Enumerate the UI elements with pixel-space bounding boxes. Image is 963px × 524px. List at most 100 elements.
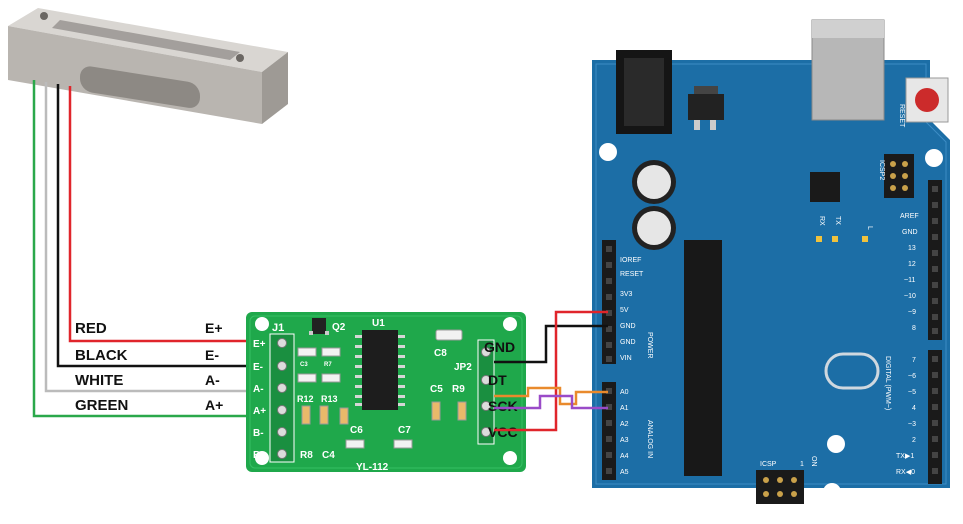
arduino-pin-3v3: 3V3	[620, 291, 633, 298]
hx711-c3-label: C3	[300, 362, 308, 368]
wire-label-black: BLACK	[75, 347, 128, 364]
arduino-pin-7: 7	[912, 357, 916, 364]
arduino-pin-2: 2	[912, 437, 916, 444]
wire-label-red: RED	[75, 320, 107, 337]
usb-chip	[810, 172, 840, 202]
hx711-jp2-label: JP2	[454, 362, 472, 373]
arduino-pin-vin: VIN	[620, 355, 632, 362]
arduino-pin-reset: RESET	[620, 271, 644, 278]
arduino-pin-gnd2: GND	[620, 339, 636, 346]
power-header	[602, 240, 616, 364]
pin-label-a-minus: A-	[205, 372, 220, 388]
arduino-pin-13: 13	[908, 245, 916, 252]
pin-label-vcc: VCC	[488, 424, 518, 440]
arduino-pin-gnd1: GND	[620, 323, 636, 330]
arduino-l-label: L	[866, 226, 873, 230]
arduino-power-label: POWER	[646, 332, 653, 358]
arduino-pin-11: ~11	[904, 277, 915, 284]
arduino-on-label: ON	[810, 456, 817, 467]
arduino-pin-3: ~3	[908, 421, 916, 428]
wire-label-white: WHITE	[75, 372, 123, 389]
pin-label-sck: SCK	[488, 398, 518, 414]
arduino-pin-4: 4	[912, 405, 916, 412]
arduino-pin-ioref: IOREF	[620, 257, 641, 264]
arduino-analog-label: ANALOG IN	[646, 420, 653, 458]
hx711-pin-e-plus: E+	[253, 339, 266, 350]
arduino-pin-12: 12	[908, 261, 916, 268]
arduino-pin-8: 8	[912, 325, 916, 332]
hx711-c8-label: C8	[434, 348, 447, 359]
arduino-digital-label: DIGITAL (PWM~)	[884, 356, 891, 410]
arduino-tx-label: TX	[834, 216, 841, 225]
hx711-r9-label: R9	[452, 384, 465, 395]
hx711-pin-b-minus: B-	[253, 428, 264, 439]
arduino-pin-a5: A5	[620, 469, 629, 476]
hx711-q2-label: Q2	[332, 322, 346, 333]
power-jack	[616, 50, 672, 134]
reset-button	[905, 77, 949, 123]
hx711-board-label: YL-112	[356, 462, 389, 473]
load-cell-wires	[32, 80, 288, 418]
wire-label-green: GREEN	[75, 397, 128, 414]
hx711-c5-label: C5	[430, 384, 443, 395]
arduino-rx-label: RX	[818, 216, 825, 226]
digital-pin-labels: AREF GND 13 12 ~11 ~10 ~9 8 7 ~6 ~5 4 ~3…	[896, 213, 919, 476]
pin-label-dt: DT	[488, 372, 507, 388]
hx711-r12-label: R12	[297, 394, 314, 404]
analog-header	[602, 382, 616, 480]
arduino-icsp-pin1-label: 1	[800, 461, 804, 468]
q2-transistor	[309, 318, 329, 335]
arduino-pin-5v: 5V	[620, 307, 629, 314]
hx711-r8-label: R8	[300, 450, 313, 461]
red-wire	[68, 86, 288, 343]
black-wire	[56, 84, 288, 368]
arduino-pin-a4: A4	[620, 453, 629, 460]
icsp-header	[756, 470, 804, 504]
arduino-pin-6: ~6	[908, 373, 916, 380]
hx711-r13-label: R13	[321, 394, 338, 404]
hx711-board: E+ E- A- A+ B- B+ J1 Q2	[246, 312, 526, 473]
hx711-chip	[355, 330, 405, 410]
hx711-right-pins	[481, 347, 491, 437]
arduino-pin-tx1: TX▶1	[896, 453, 914, 460]
usb-connector	[811, 19, 885, 121]
crystal-oscillator	[824, 352, 880, 390]
hx711-pin-a-plus: A+	[253, 406, 266, 417]
digital-header-bottom	[928, 350, 942, 484]
pin-label-a-plus: A+	[205, 397, 223, 413]
arduino-pin-a1: A1	[620, 405, 629, 412]
arduino-icsp-label: ICSP	[760, 461, 777, 468]
hx711-pin-a-minus: A-	[253, 384, 264, 395]
white-wire	[44, 82, 288, 393]
arduino-wires	[494, 310, 608, 432]
pin-label-e-plus: E+	[205, 320, 223, 336]
load-cell	[8, 8, 288, 124]
arduino-pin-gnd-d: GND	[902, 229, 918, 236]
arduino-pin-a3: A3	[620, 437, 629, 444]
sck-wire	[494, 394, 608, 410]
hx711-r7-label: R7	[324, 362, 332, 368]
hx711-c6-label: C6	[350, 425, 363, 436]
gnd-wire	[494, 324, 608, 364]
arduino-pin-10: ~10	[904, 293, 916, 300]
arduino-board: RESET ICSP2 RX TX L ICSP	[592, 19, 950, 504]
atmega-chip	[684, 240, 722, 476]
icsp2-header	[884, 154, 914, 198]
digital-header-top	[928, 180, 942, 340]
voltage-regulator	[688, 86, 724, 130]
hx711-c4-label: C4	[322, 450, 335, 461]
arduino-pin-rx0: RX◀0	[896, 469, 915, 476]
hx711-u1-label: U1	[372, 318, 385, 329]
hx711-left-pins	[277, 338, 287, 459]
arduino-pin-5: ~5	[908, 389, 916, 396]
hx711-c7-label: C7	[398, 425, 411, 436]
arduino-icsp2-label: ICSP2	[878, 160, 885, 180]
pin-label-e-minus: E-	[205, 347, 219, 363]
arduino-pin-a0: A0	[620, 389, 629, 396]
hx711-pin-e-minus: E-	[253, 362, 263, 373]
arduino-pin-9: ~9	[908, 309, 916, 316]
pin-label-gnd: GND	[484, 339, 515, 355]
arduino-pin-a2: A2	[620, 421, 629, 428]
hx711-j1-label: J1	[272, 322, 284, 334]
